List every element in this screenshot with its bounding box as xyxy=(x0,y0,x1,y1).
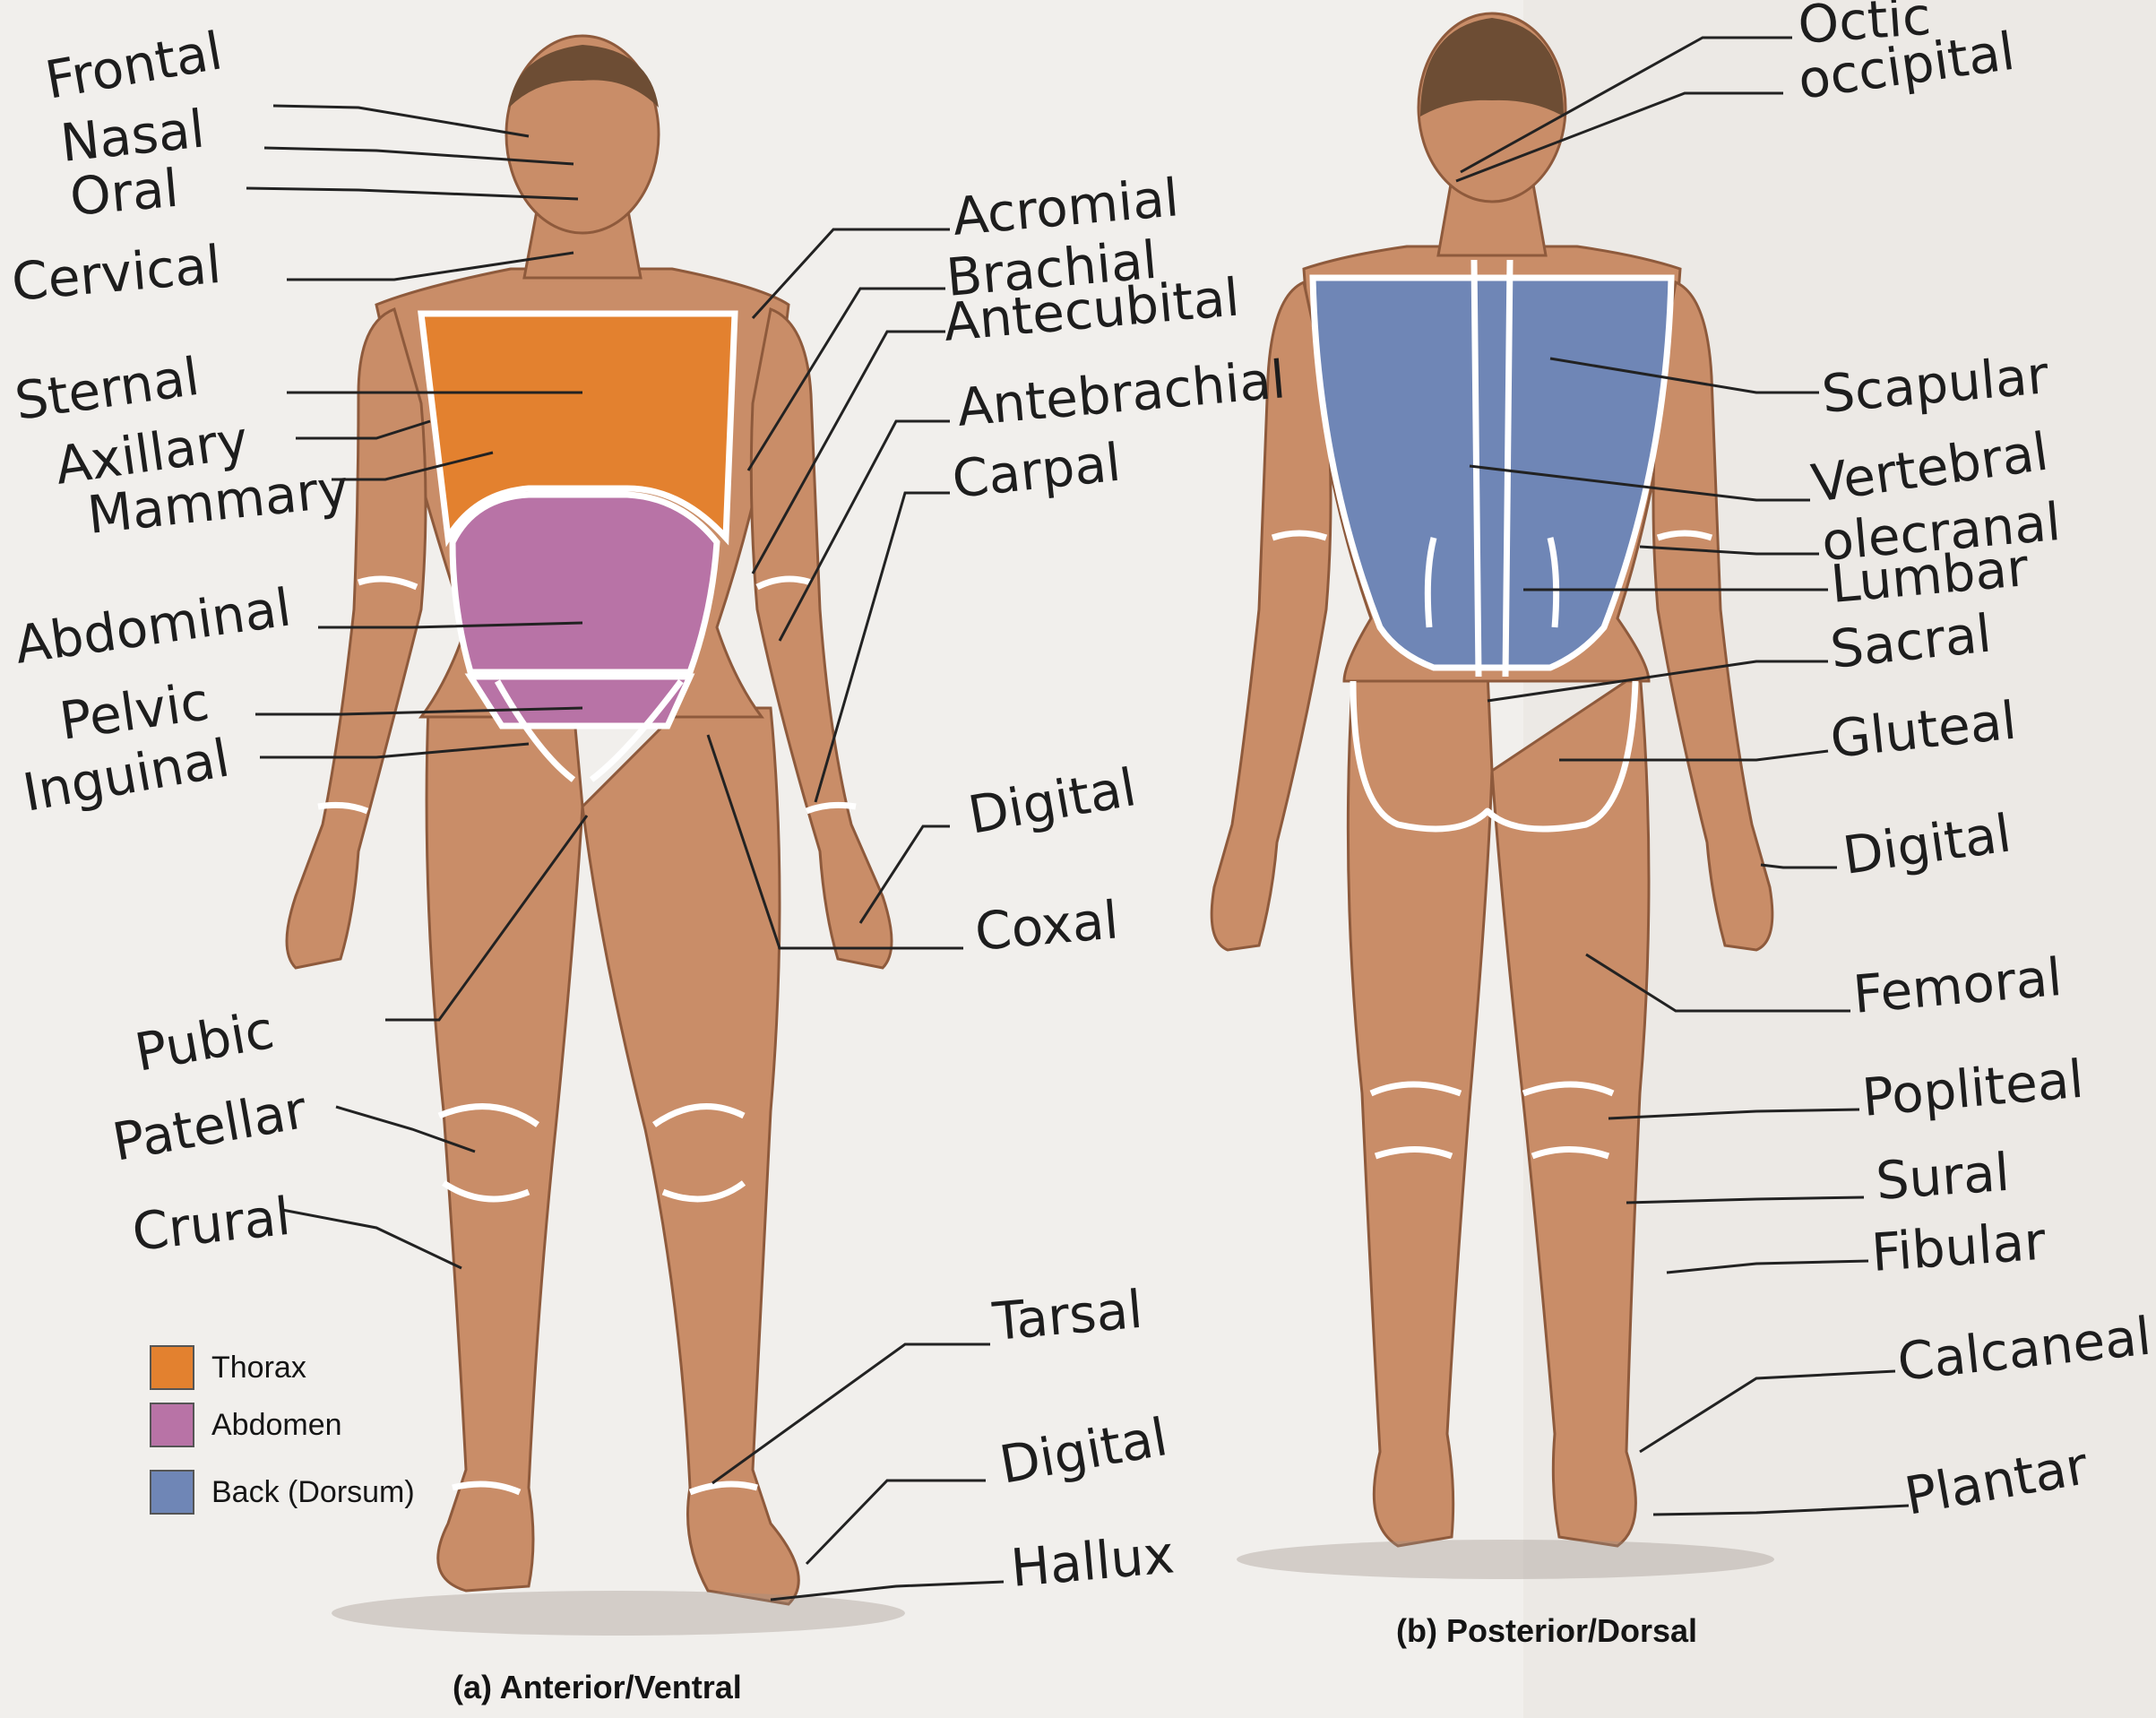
legend-swatch-abdomen xyxy=(151,1403,194,1446)
legend-label-abdomen: Abdomen xyxy=(211,1408,342,1442)
label-coxal: Coxal xyxy=(972,889,1121,963)
caption-posterior: (b) Posterior/Dorsal xyxy=(1396,1612,1697,1649)
legend-swatch-thorax xyxy=(151,1346,194,1389)
posterior-floor-shadow xyxy=(1237,1540,1774,1579)
label-sural: Sural xyxy=(1874,1142,2011,1212)
legend-swatch-back xyxy=(151,1471,194,1514)
label-oral: Oral xyxy=(67,158,181,228)
legend-label-thorax: Thorax xyxy=(211,1351,306,1385)
label-fibular: Fibular xyxy=(1869,1211,2048,1283)
anterior-abdomen-region xyxy=(453,495,717,672)
anterior-pelvic-region xyxy=(470,677,690,726)
legend-label-back: Back (Dorsum) xyxy=(211,1475,415,1509)
anterior-floor-shadow xyxy=(332,1591,905,1636)
caption-anterior: (a) Anterior/Ventral xyxy=(453,1669,742,1705)
